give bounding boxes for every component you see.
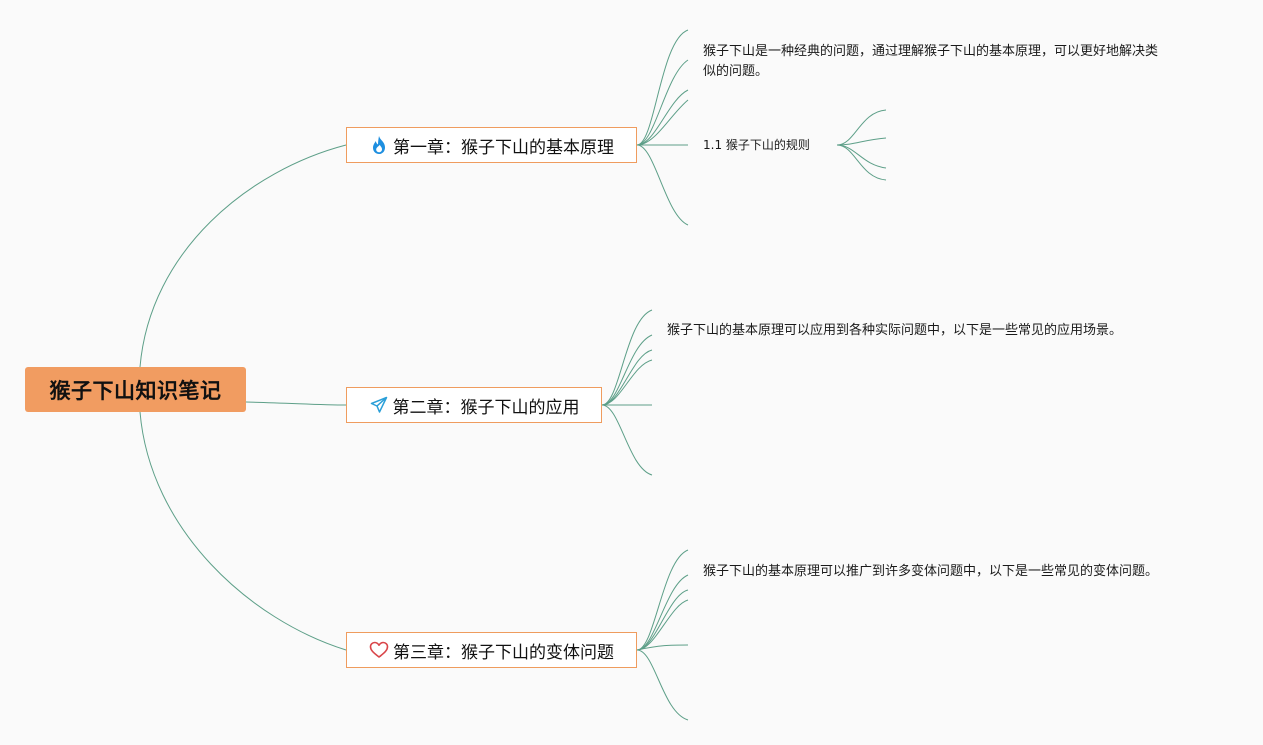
link-ch1-b3 (636, 89, 689, 146)
chapter-1-label: 第一章：猴子下山的基本原理 (393, 137, 614, 158)
link-ch3-b5 (636, 644, 689, 651)
chapter-2-topic[interactable]: 第二章：猴子下山的应用 (346, 387, 602, 423)
link-ch3-b2 (636, 574, 689, 651)
link-root-ch3 (139, 411, 347, 651)
section-1-1-topic[interactable]: 1.1 猴子下山的规则 (703, 135, 810, 155)
link-ch2-b3 (601, 349, 653, 406)
link-ch1-b4 (636, 99, 689, 146)
section-1-1-label: 1.1 猴子下山的规则 (703, 138, 810, 152)
link-ch3-b6 (636, 649, 689, 721)
link-sub-b3 (836, 144, 887, 169)
root-topic[interactable]: 猴子下山知识笔记 (25, 367, 246, 412)
link-ch3-b1 (636, 549, 689, 651)
chapter-1-topic[interactable]: 第一章：猴子下山的基本原理 (346, 127, 637, 163)
paper-plane-icon (369, 395, 389, 415)
link-ch1-b2 (636, 59, 689, 146)
link-ch2-b2 (601, 334, 653, 406)
link-root-ch1 (139, 144, 347, 368)
root-topic-label: 猴子下山知识笔记 (49, 378, 222, 403)
heart-icon (369, 640, 389, 660)
link-ch2-b1 (601, 309, 653, 406)
chapter-1-note[interactable]: 猴子下山是一种经典的问题，通过理解猴子下山的基本原理，可以更好地解决类 似的问题… (703, 42, 1198, 82)
link-root-ch2 (245, 401, 347, 406)
link-ch2-b6 (601, 404, 653, 476)
link-ch2-b4 (601, 359, 653, 406)
chapter-1-note-line-1: 猴子下山是一种经典的问题，通过理解猴子下山的基本原理，可以更好地解决类 (703, 44, 1159, 59)
chapter-2-label: 第二章：猴子下山的应用 (392, 397, 580, 418)
link-sub-b4 (836, 144, 887, 181)
link-sub-b2 (836, 137, 887, 146)
chapter-3-topic[interactable]: 第三章：猴子下山的变体问题 (346, 632, 637, 668)
chapter-1-note-line-2: 似的问题。 (703, 64, 769, 79)
chapter-2-note-text: 猴子下山的基本原理可以应用到各种实际问题中，以下是一些常见的应用场景。 (667, 323, 1123, 338)
link-ch3-b4 (636, 599, 689, 651)
link-ch3-b3 (636, 589, 689, 651)
link-sub-b1 (836, 109, 887, 146)
chapter-2-note[interactable]: 猴子下山的基本原理可以应用到各种实际问题中，以下是一些常见的应用场景。 (667, 321, 1122, 341)
chapter-3-note[interactable]: 猴子下山的基本原理可以推广到许多变体问题中，以下是一些常见的变体问题。 (703, 562, 1158, 582)
chapter-3-label: 第三章：猴子下山的变体问题 (393, 642, 614, 663)
chapter-3-note-text: 猴子下山的基本原理可以推广到许多变体问题中，以下是一些常见的变体问题。 (703, 564, 1159, 579)
link-ch1-b1 (636, 29, 689, 146)
link-ch1-b6 (636, 144, 689, 226)
flame-icon (369, 135, 389, 155)
